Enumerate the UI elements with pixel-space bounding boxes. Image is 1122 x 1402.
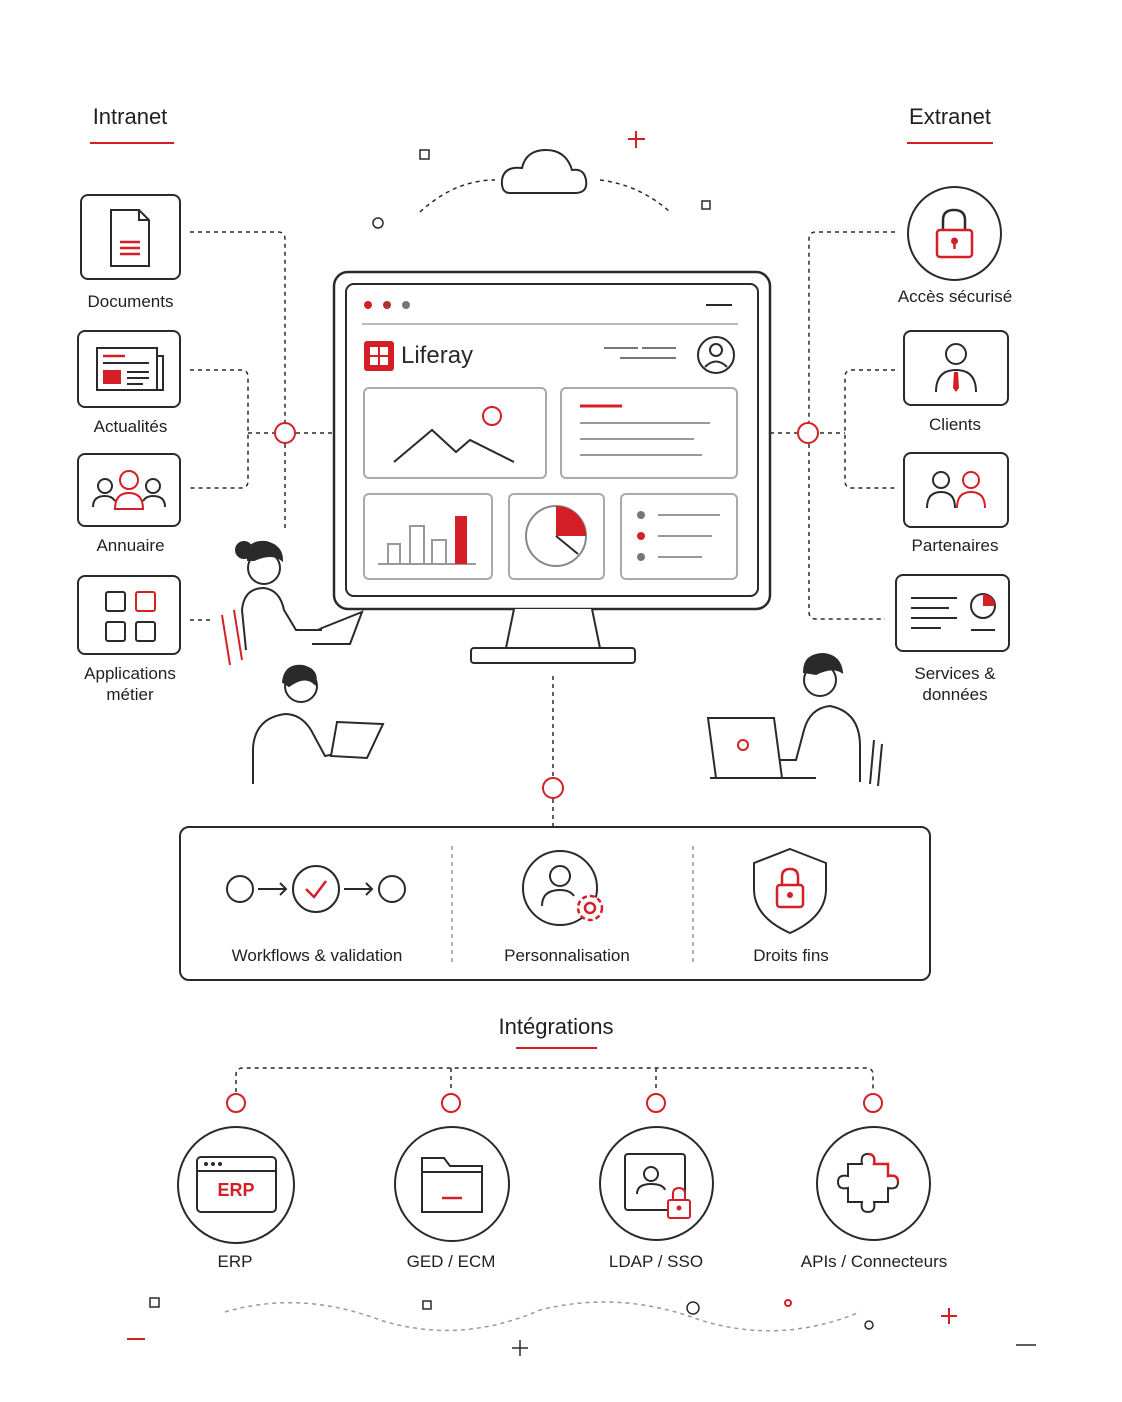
integration-ged[interactable] [394, 1126, 510, 1242]
app-grid-icon [105, 591, 156, 642]
intranet-label-documents: Documents [87, 292, 174, 311]
document-icon [110, 209, 150, 267]
intranet-item-applications[interactable] [77, 575, 181, 655]
capability-label-droits: Droits fins [753, 946, 829, 965]
intranet-label-applications-1: Applications [84, 664, 176, 683]
capabilities-divider [451, 846, 694, 964]
extranet-item-acces[interactable] [907, 186, 1002, 281]
user-gear-icon[interactable] [520, 848, 612, 928]
integration-label-apis: APIs / Connecteurs [800, 1252, 948, 1271]
intranet-label-actualites: Actualités [93, 417, 168, 436]
services-data-icon [911, 593, 996, 631]
integration-label-ldap: LDAP / SSO [608, 1252, 704, 1271]
liferay-logo-icon [364, 341, 394, 371]
people-group-icon [92, 470, 166, 510]
partners-icon [926, 471, 986, 509]
extranet-label-services-2: données [922, 685, 988, 704]
integrations-underline [516, 1047, 597, 1049]
folder-icon [421, 1157, 483, 1213]
padlock-icon [935, 208, 974, 259]
extranet-item-clients[interactable] [903, 330, 1009, 406]
cloud-icon [500, 148, 588, 194]
intranet-item-documents[interactable] [80, 194, 181, 280]
liferay-brand: Liferay [401, 342, 474, 369]
extranet-label-clients: Clients [929, 415, 981, 434]
client-icon [935, 343, 977, 393]
extranet-underline [907, 142, 993, 144]
extranet-label-partenaires: Partenaires [911, 536, 999, 555]
workflow-icon[interactable] [220, 862, 415, 917]
extranet-label-services-1: Services & [914, 664, 996, 683]
erp-window-icon [196, 1156, 277, 1213]
integration-label-erp: ERP [217, 1252, 253, 1271]
intranet-item-annuaire[interactable] [77, 453, 181, 527]
intranet-item-actualites[interactable] [77, 330, 181, 408]
liferay-monitor [332, 270, 772, 664]
intranet-label-applications-2: métier [106, 685, 154, 704]
integration-erp[interactable] [177, 1126, 295, 1244]
erp-badge: ERP [217, 1180, 255, 1200]
extranet-item-partenaires[interactable] [903, 452, 1009, 528]
intranet-title: Intranet [92, 104, 168, 129]
extranet-title: Extranet [909, 104, 991, 129]
integration-ldap[interactable] [599, 1126, 714, 1241]
man-laptop-illustration [706, 652, 883, 787]
extranet-label-acces: Accès sécurisé [897, 287, 1013, 306]
newspaper-icon [96, 347, 164, 391]
woman-laptop-illustration [221, 540, 364, 666]
shield-lock-icon[interactable] [750, 845, 830, 937]
integrations-title: Intégrations [498, 1014, 614, 1039]
intranet-label-annuaire: Annuaire [96, 536, 165, 555]
intranet-underline [90, 142, 174, 144]
capability-label-personnalisation: Personnalisation [504, 946, 630, 965]
integration-apis[interactable] [816, 1126, 931, 1241]
man-tablet-illustration [252, 664, 385, 784]
capability-label-workflows: Workflows & validation [231, 946, 403, 965]
integration-label-ged: GED / ECM [406, 1252, 496, 1271]
extranet-item-services[interactable] [895, 574, 1010, 652]
puzzle-icon [836, 1152, 900, 1214]
id-lock-icon [624, 1153, 691, 1219]
